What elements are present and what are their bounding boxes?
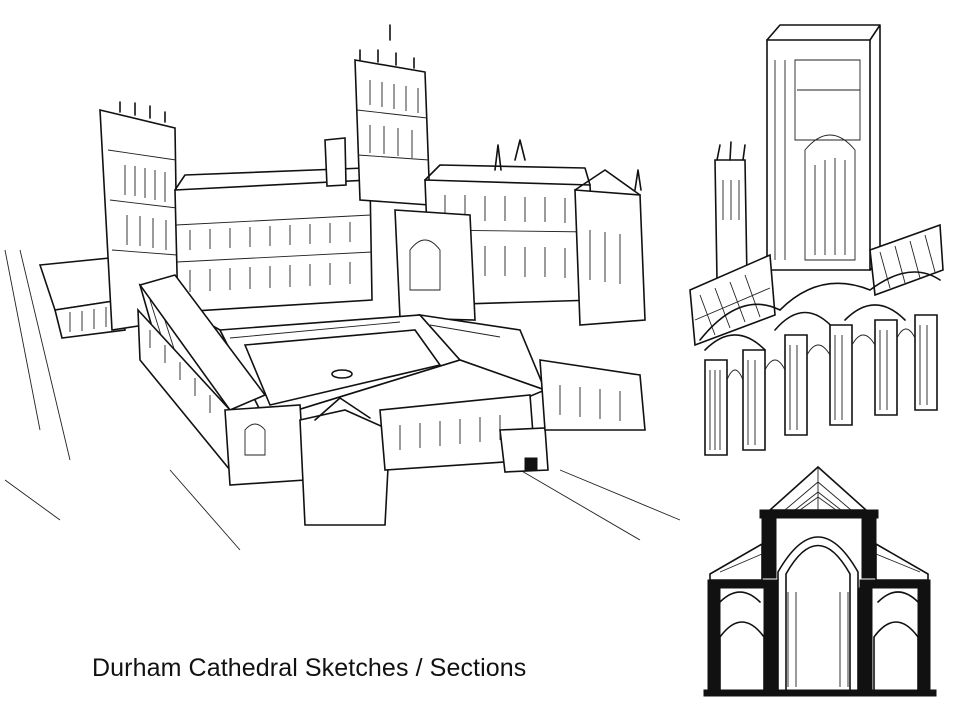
aerial-view-sketch: [4, 24, 681, 551]
slide-caption: Durham Cathedral Sketches / Sections: [92, 654, 527, 682]
tower-cutaway-section: [685, 20, 955, 460]
nave-cross-section: [700, 462, 940, 704]
